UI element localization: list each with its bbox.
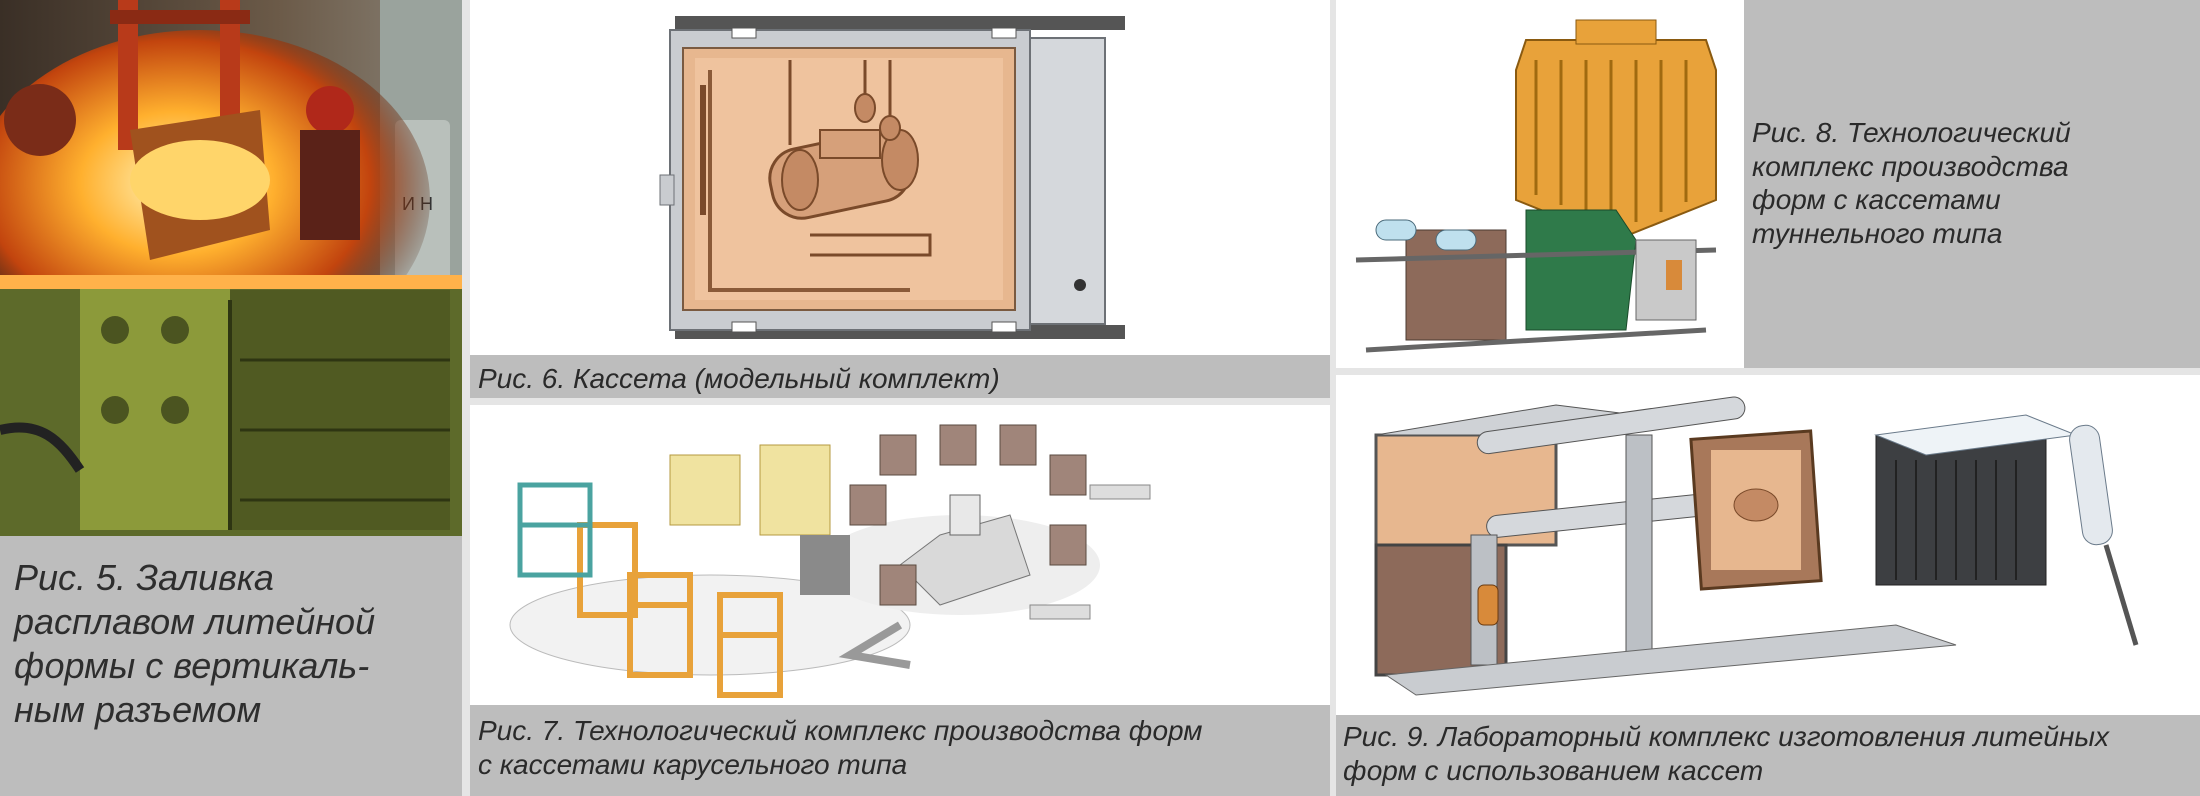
figure-6-caption: Рис. 6. Кассета (модельный комплект) [478, 363, 1000, 394]
figure-9-caption: Рис. 9. Лабораторный комплекс изготовлен… [1343, 720, 2109, 787]
figure-9-image [1336, 375, 2200, 715]
figure-9-caption-line-2: форм с использованием кассет [1343, 754, 1764, 786]
figure-8-image [1336, 0, 1744, 368]
figure-5-caption-line-4: ным разъемом [14, 688, 262, 730]
figure-5-caption: Рис. 5. Заливка расплавом литейной формы… [14, 556, 454, 732]
pouring-photo-illustration: И Н [0, 0, 462, 536]
figure-6-image [470, 0, 1330, 355]
figure-7-image [470, 405, 1330, 705]
figure-8-caption-panel [1744, 0, 2200, 368]
divider-right-horizontal [1336, 368, 2200, 375]
figure-7-caption: Рис. 7. Технологический комплекс произво… [478, 714, 1203, 781]
figure-6-caption-bar [470, 355, 1330, 398]
figure-5-caption-line-3: формы с вертикаль- [14, 644, 370, 686]
cassette-drawing [659, 16, 1125, 339]
laboratory-complex-drawing [1374, 396, 2139, 696]
figure-5-caption-panel [0, 536, 462, 796]
figure-5-photo: И Н [0, 0, 462, 536]
figure-8-caption: Рис. 8. Технологический комплекс произво… [1752, 116, 2071, 250]
figure-8-caption-line-3: форм с кассетами [1752, 184, 2001, 216]
figure-8-caption-line-4: туннельного типа [1752, 217, 2003, 249]
figure-9-caption-bar [1336, 715, 2200, 796]
carousel-complex-drawing [509, 424, 1151, 698]
figure-5-caption-line-1: Рис. 5. Заливка [14, 557, 274, 598]
tunnel-complex-drawing [1355, 19, 1717, 353]
figure-9-caption-line-1: Рис. 9. Лабораторный комплекс изготовлен… [1343, 721, 2109, 752]
divider-left [462, 0, 470, 796]
figure-7-caption-line-2: с кассетами карусельного типа [478, 748, 908, 780]
figure-8-caption-line-1: Рис. 8. Технологический [1752, 117, 2071, 148]
figure-7-caption-line-1: Рис. 7. Технологический комплекс произво… [478, 715, 1203, 746]
figure-5-caption-line-2: расплавом литейной [14, 600, 376, 642]
figure-8-caption-line-2: комплекс производства [1752, 150, 2069, 182]
figure-7-caption-bar [470, 705, 1330, 796]
divider-middle-horizontal [470, 398, 1330, 405]
divider-right [1330, 0, 1336, 796]
